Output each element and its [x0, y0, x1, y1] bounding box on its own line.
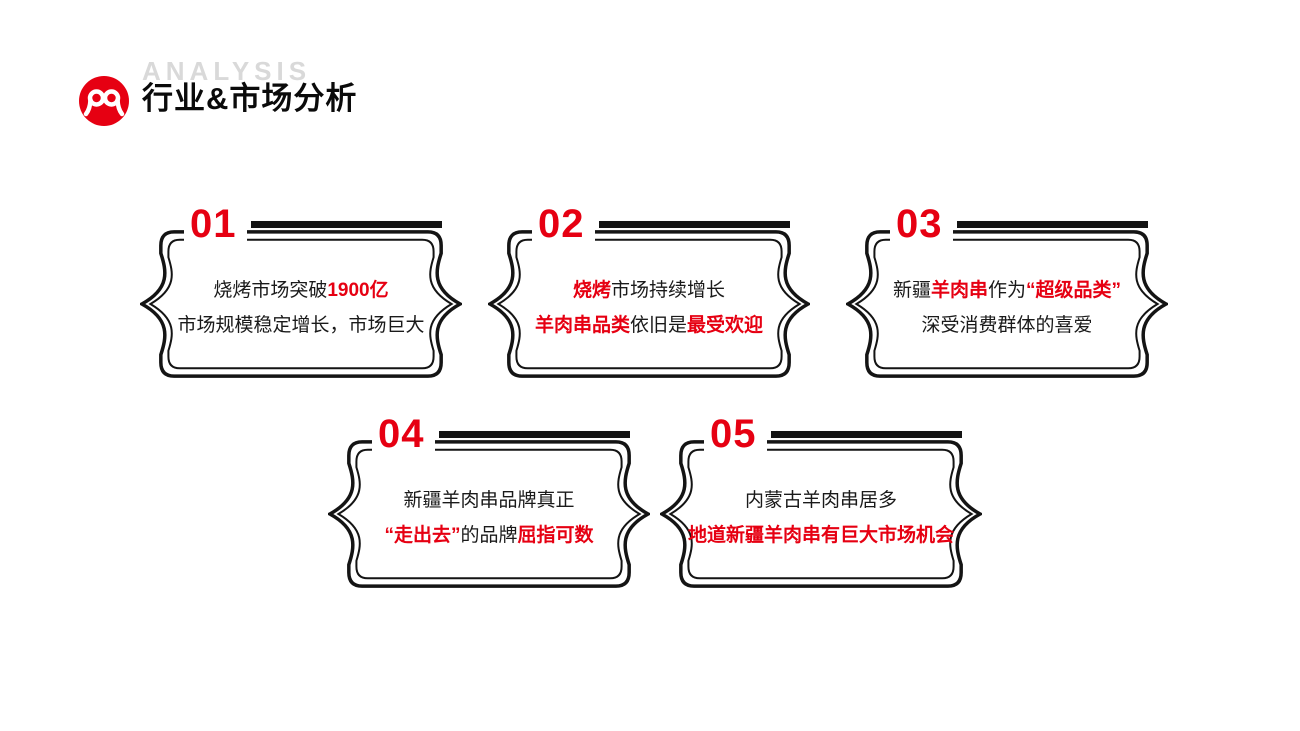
card-frame: [140, 228, 462, 380]
card-number: 05: [704, 414, 767, 454]
card-header: 03: [890, 204, 1148, 244]
card-header: 05: [704, 414, 962, 454]
card-header-rule: [438, 430, 630, 438]
card-line: 新疆羊肉串品牌真正: [403, 490, 575, 511]
card-header-rule: [770, 430, 962, 438]
card-number: 01: [184, 204, 247, 244]
card-header-rule: [598, 220, 790, 228]
card-text: 内蒙古羊肉串居多 地道新疆羊肉串有巨大市场机会: [686, 452, 956, 584]
page-title: 行业&市场分析: [142, 81, 358, 116]
info-card-2: 02 烧烤市场持续增长 羊肉串品类依旧是最受欢迎: [488, 204, 810, 380]
info-card-4: 04 新疆羊肉串品牌真正 “走出去”的品牌屈指可数: [328, 414, 650, 590]
card-text: 新疆羊肉串作为“超级品类” 深受消费群体的喜爱: [872, 242, 1142, 374]
card-line: 羊肉串品类依旧是最受欢迎: [534, 315, 764, 336]
card-line: 地道新疆羊肉串有巨大市场机会: [687, 525, 954, 546]
card-header-rule: [956, 220, 1148, 228]
card-header-rule: [250, 220, 442, 228]
card-line: 烧烤市场突破1900亿: [213, 280, 389, 301]
card-line: 市场规模稳定增长，市场巨大: [177, 315, 425, 336]
card-frame: [488, 228, 810, 380]
watermark-text: ANALYSIS: [142, 56, 312, 86]
card-text: 烧烤市场持续增长 羊肉串品类依旧是最受欢迎: [514, 242, 784, 374]
card-line: 内蒙古羊肉串居多: [744, 490, 897, 511]
info-card-1: 01 烧烤市场突破1900亿 市场规模稳定增长，市场巨大: [140, 204, 462, 380]
card-number: 02: [532, 204, 595, 244]
card-text: 烧烤市场突破1900亿 市场规模稳定增长，市场巨大: [166, 242, 436, 374]
card-text: 新疆羊肉串品牌真正 “走出去”的品牌屈指可数: [354, 452, 624, 584]
card-frame: [660, 438, 982, 590]
info-card-3: 03 新疆羊肉串作为“超级品类” 深受消费群体的喜爱: [846, 204, 1168, 380]
card-header: 04: [372, 414, 630, 454]
card-number: 04: [372, 414, 435, 454]
card-header: 01: [184, 204, 442, 244]
ram-logo-icon: [79, 76, 129, 126]
card-line: “走出去”的品牌屈指可数: [384, 525, 594, 546]
card-line: 烧烤市场持续增长: [572, 280, 726, 301]
card-frame: [328, 438, 650, 590]
card-frame: [846, 228, 1168, 380]
info-card-5: 05 内蒙古羊肉串居多 地道新疆羊肉串有巨大市场机会: [660, 414, 982, 590]
card-line: 新疆羊肉串作为“超级品类”: [892, 280, 1122, 301]
card-header: 02: [532, 204, 790, 244]
card-line: 深受消费群体的喜爱: [921, 315, 1093, 336]
card-number: 03: [890, 204, 953, 244]
